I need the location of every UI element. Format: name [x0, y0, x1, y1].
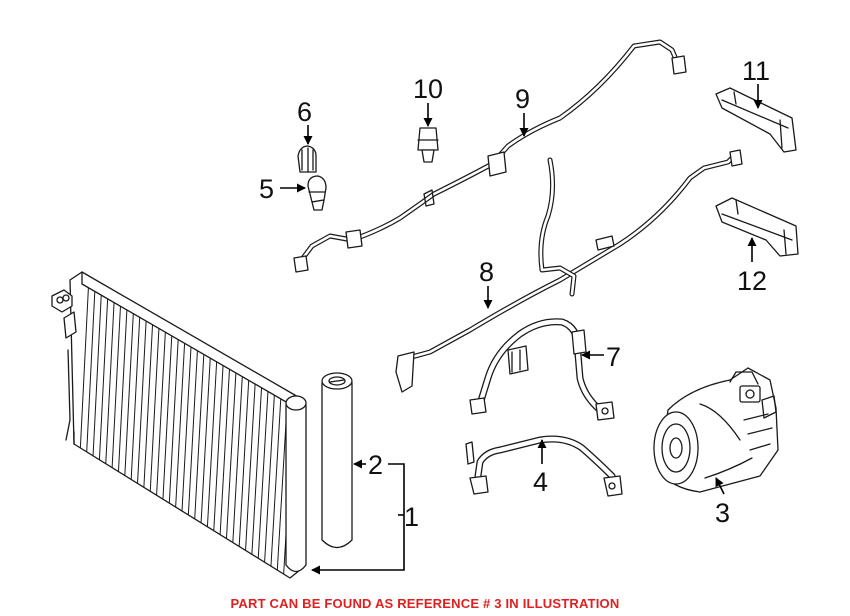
condenser-fin: [225, 372, 237, 539]
leader-lines: [280, 84, 763, 575]
callout-4: 4: [533, 467, 548, 497]
callout-1: 1: [404, 502, 419, 532]
condenser-fin: [245, 384, 256, 551]
pipe-part-8: [395, 149, 743, 393]
leader-1: [311, 463, 405, 575]
condenser-fin: [162, 335, 173, 500]
condenser-fin: [187, 350, 198, 515]
condenser-fin: [264, 395, 275, 563]
condenser-fin: [105, 302, 115, 464]
callout-7: 7: [606, 342, 621, 372]
condenser-fin: [238, 380, 250, 547]
condenser-fin: [232, 376, 243, 543]
condenser-fin: [251, 387, 263, 555]
pipe-part-9: [293, 39, 687, 273]
bracket-part-12: [715, 197, 799, 257]
bracket-part-11: [715, 87, 797, 153]
cap-part-6: [297, 145, 317, 173]
hose-part-4: [465, 435, 623, 497]
callout-10: 10: [413, 74, 443, 104]
callout-labels: 1 2 3 4 5 6 7 8 9 10 11 12: [259, 56, 770, 532]
condenser-fin: [168, 339, 179, 504]
callout-11: 11: [742, 56, 770, 86]
condenser-fin: [92, 295, 102, 456]
leader-3: [715, 477, 725, 495]
valve-part-5: [307, 175, 327, 211]
condenser-fin: [213, 365, 224, 531]
condenser-fin: [219, 369, 230, 535]
condenser-fin: [200, 358, 211, 523]
callout-2: 2: [368, 450, 383, 480]
callout-3: 3: [715, 498, 730, 528]
receiver-drier-part-2: [321, 372, 353, 549]
condenser-fin: [149, 328, 160, 492]
condenser-fin: [181, 346, 192, 512]
condenser-fin: [175, 343, 186, 508]
condenser-fin: [137, 321, 147, 484]
compressor-part-3: [653, 367, 779, 493]
condenser-fin: [124, 313, 134, 476]
callout-8: 8: [479, 257, 494, 287]
footer-note: PART CAN BE FOUND AS REFERENCE # 3 IN IL…: [230, 596, 620, 611]
condenser-fin: [111, 306, 121, 468]
condenser-fin: [257, 391, 269, 559]
condenser-part-1: [51, 271, 307, 579]
condenser-fin: [143, 324, 154, 488]
callout-12: 12: [737, 266, 767, 296]
condenser-fin: [194, 354, 205, 519]
callout-9: 9: [515, 84, 530, 114]
condenser-fin: [130, 317, 141, 480]
condenser-fin: [156, 332, 166, 496]
callout-6: 6: [297, 97, 312, 127]
callout-5: 5: [259, 174, 274, 204]
condenser-fin: [270, 398, 282, 567]
condenser-fin: [117, 309, 128, 472]
condenser-fin: [86, 291, 96, 452]
condenser-fin: [79, 287, 89, 448]
hose-part-7: [469, 318, 615, 421]
pressure-sensor-part-10: [417, 127, 439, 163]
condenser-fin: [206, 361, 218, 527]
condenser-fin: [98, 298, 109, 460]
